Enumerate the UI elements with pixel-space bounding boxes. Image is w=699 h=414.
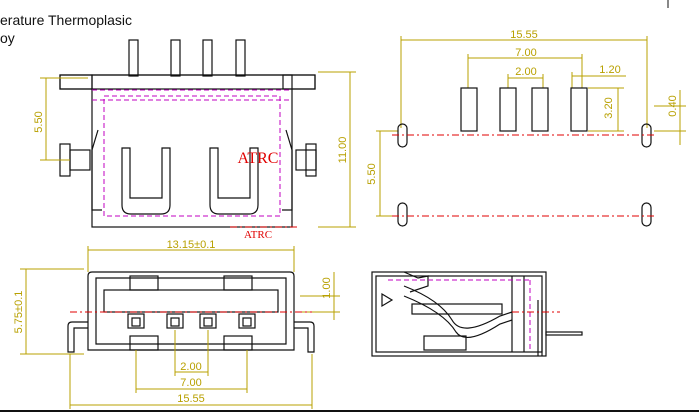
dim-front-width: 13.15±0.1: [167, 239, 216, 251]
front-view-tongue: [103, 289, 279, 313]
front-view-contacts: [127, 313, 256, 329]
dim-front-pitch-7: 7.00: [180, 377, 201, 389]
top-view-hidden-outline: [103, 95, 281, 217]
dim-overall-width-top: 15.55: [510, 29, 538, 41]
dim-pad-width: 1.20: [599, 64, 620, 76]
watermark-small: ATRC: [244, 229, 272, 241]
dim-offset-040: 0.40: [667, 95, 679, 116]
pcb-pads: [460, 87, 588, 132]
dim-front-height: 5.75±0.1: [13, 291, 25, 334]
front-view: [20, 246, 340, 409]
top-view-band: [59, 74, 316, 90]
side-view: [371, 271, 583, 357]
dim-left-height: 5.50: [33, 111, 45, 132]
side-view-body: [371, 271, 547, 357]
dim-total-height: 11.00: [337, 137, 349, 164]
dim-front-offset: 1.00: [321, 277, 333, 298]
dim-front-pitch-2: 2.00: [180, 361, 201, 373]
dim-right-height: 5.50: [366, 163, 378, 184]
dim-pitch-7: 7.00: [515, 47, 536, 59]
spring-contact-left: [121, 147, 171, 215]
top-view: [40, 39, 356, 228]
pcb-layout-view: [376, 36, 686, 227]
header-line-1: erature Thermoplasic: [0, 12, 133, 28]
dim-front-overall: 15.55: [177, 393, 205, 405]
dim-pitch-2: 2.00: [515, 66, 536, 78]
front-view-shell: [87, 271, 295, 351]
dim-pad-length: 3.20: [603, 97, 615, 118]
top-view-pins: [128, 39, 246, 77]
pcb-mounting-slots: [397, 123, 652, 227]
spring-contact-right: [209, 147, 259, 215]
header-line-2: oy: [0, 30, 15, 46]
watermark-top: ATRC: [238, 150, 279, 167]
side-view-contact-spring: [403, 285, 513, 329]
